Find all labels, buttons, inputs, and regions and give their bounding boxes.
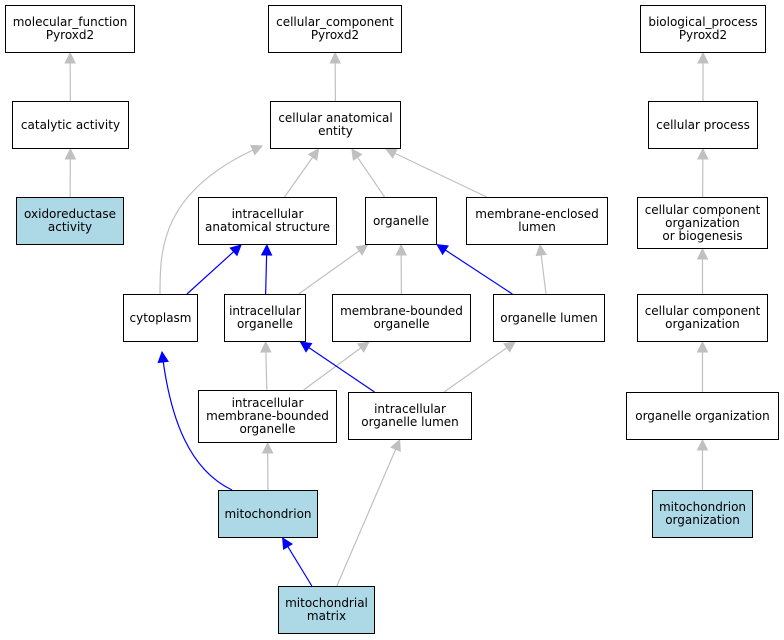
edge-cytoplasm-to-cae [159,144,264,295]
term-node-ol[interactable]: organelle lumen [493,294,605,342]
term-node-ccob[interactable]: cellular component organization or bioge… [637,197,768,249]
term-node-bp-root[interactable]: biological_process Pyroxd2 [640,5,766,53]
term-node-ias[interactable]: intracellular anatomical structure [198,197,337,245]
edge-cp-to-bp_root [697,51,709,101]
edge-mbo-to-organelle [395,243,407,295]
edge-io-to-ias [260,243,273,295]
edge-ol-to-organelle [436,243,513,295]
edge-imbo-to-io [260,340,272,391]
term-node-mo[interactable]: mitochondrion organization [652,490,753,538]
term-node-iol[interactable]: intracellular organelle lumen [348,392,472,440]
term-node-mito[interactable]: mitochondrion [218,490,318,538]
term-node-mel[interactable]: membrane-enclosed lumen [466,197,608,245]
edge-imbo-to-mbo [303,341,370,391]
term-node-imbo[interactable]: intracellular membrane-bounded organelle [198,390,337,443]
term-node-mf-root[interactable]: molecular_function Pyroxd2 [5,5,135,53]
edge-iol-to-io [299,341,375,393]
edge-cco-to-ccob [696,247,709,294]
edge-matrix-to-mito [282,537,313,587]
term-node-oo[interactable]: organelle organization [626,392,779,440]
edge-mito-to-cytoplasm [157,350,233,491]
edge-matrix-to-iol [336,438,401,587]
edge-ias-to-cae [284,148,320,198]
term-node-cp[interactable]: cellular process [648,101,758,149]
term-node-catalytic[interactable]: catalytic activity [12,101,129,149]
edge-mel-to-cae [384,148,487,198]
term-node-mbo[interactable]: membrane-bounded organelle [332,294,471,342]
term-node-io[interactable]: intracellular organelle [224,294,306,342]
edge-oo-to-cco [696,340,709,392]
term-node-organelle[interactable]: organelle [365,197,437,245]
edge-iol-to-ol [443,341,516,393]
term-node-cc-root[interactable]: cellular_component Pyroxd2 [268,5,402,53]
term-node-cco[interactable]: cellular component organization [637,294,768,342]
term-node-matrix[interactable]: mitochondrial matrix [278,586,375,634]
edge-mito-to-imbo [261,441,274,491]
term-node-oxidoreductase[interactable]: oxidoreductase activity [16,197,124,245]
edge-ccob-to-cp [697,147,709,198]
edge-organelle-to-cae [351,148,386,198]
edge-oxidoreductase-to-catalytic [64,147,77,198]
term-node-cytoplasm[interactable]: cytoplasm [123,294,198,342]
term-node-cae[interactable]: cellular anatomical entity [270,101,401,149]
edge-io-to-organelle [298,244,369,295]
edge-catalytic-to-mf_root [64,51,76,102]
edge-cytoplasm-to-ias [186,244,242,295]
edge-mo-to-oo [696,438,709,490]
edge-cae-to-cc_root [329,51,341,102]
edge-ol-to-mel [535,243,548,295]
